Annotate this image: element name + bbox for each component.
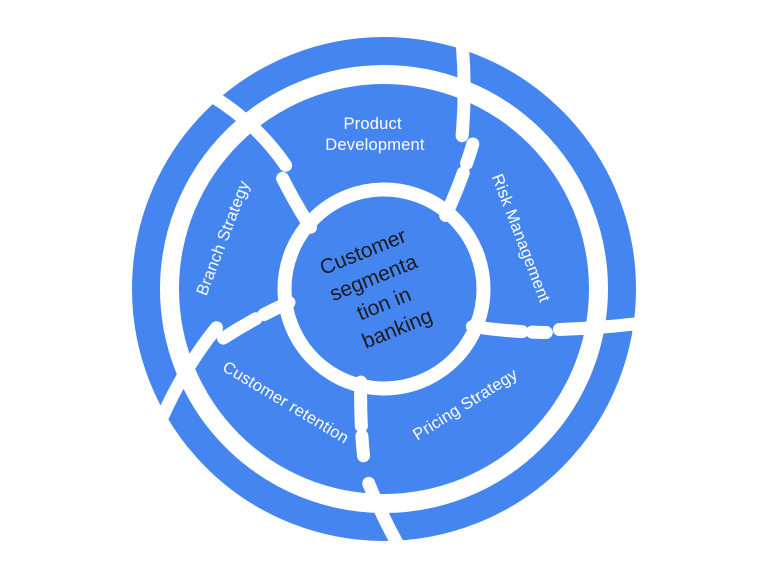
divider-rm-ps-ring-cut	[552, 317, 640, 336]
divider-pd-rm-ring-cut	[455, 40, 471, 143]
divider-ps-cr-ring-cut	[362, 476, 404, 551]
divider-rm-ps-spoke	[465, 320, 553, 339]
divider-ps-cr-spoke	[354, 375, 370, 463]
divider-cr-bs-spoke	[216, 295, 296, 345]
segment-label-product-development: Product Development	[325, 115, 425, 154]
divider-pd-rm-spoke	[439, 137, 480, 222]
divider-bs-pd-spoke	[276, 171, 317, 234]
segment-label-line: Product	[343, 115, 401, 133]
divider-cr-bs-ring-cut	[155, 321, 223, 424]
center-title: Customer segmenta tion in banking	[316, 222, 447, 358]
segment-dividers	[155, 40, 640, 551]
hub-separator-ring	[277, 182, 491, 396]
divider-bs-pd-ring-cut	[208, 91, 293, 172]
segment-label-line: Development	[325, 136, 425, 154]
